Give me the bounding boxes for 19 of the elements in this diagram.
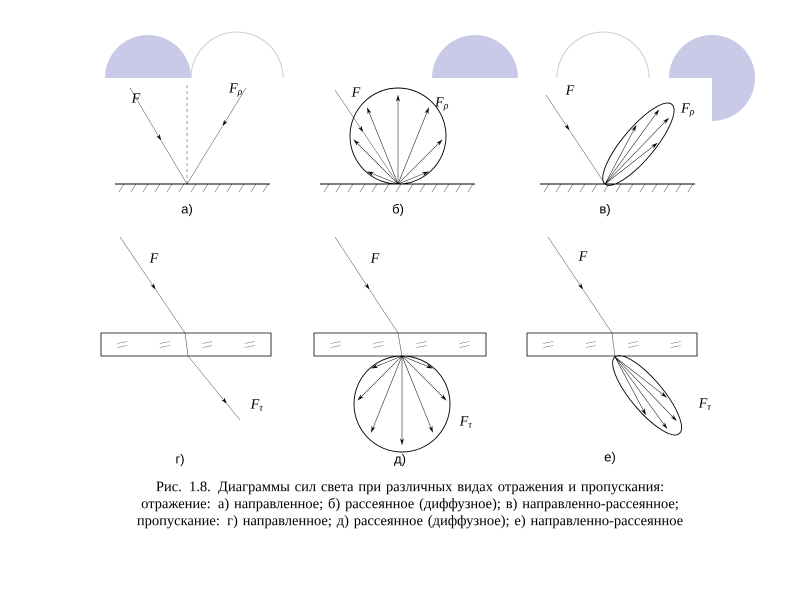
panel-letter: в) [600,204,610,216]
force-label: F [132,93,140,103]
panel-letter: г) [176,454,184,466]
force-label: F [352,87,360,97]
force-label: F$_{ρ}$ [229,83,242,97]
figure-caption: Рис. 1.8. Диаграммы сил света при различных видах отражения и пропускания: отражение: а) направленное; б) рассеянное (диффузное); в) направленно-рассеянное; пропускание: г) направленное; д) рассеянное (диффузное); е) направленно-рассеянное [137,482,683,528]
panel-letter: а) [182,204,192,216]
panel-letter: б) [392,204,404,216]
force-label: F [566,85,574,95]
force-label: F [578,251,588,261]
force-label: F$_{τ}$ [698,398,712,410]
panel-letter: д) [394,454,406,466]
force-label: F [150,253,158,263]
force-label: F$_{τ}$ [460,416,472,428]
panel-letter: е) [604,452,615,464]
force-label: F [370,253,380,263]
force-label: F$_{ρ}$ [435,97,448,111]
force-label: F$_{τ}$ [250,399,264,411]
force-label: F$_{ρ}$ [681,103,694,117]
